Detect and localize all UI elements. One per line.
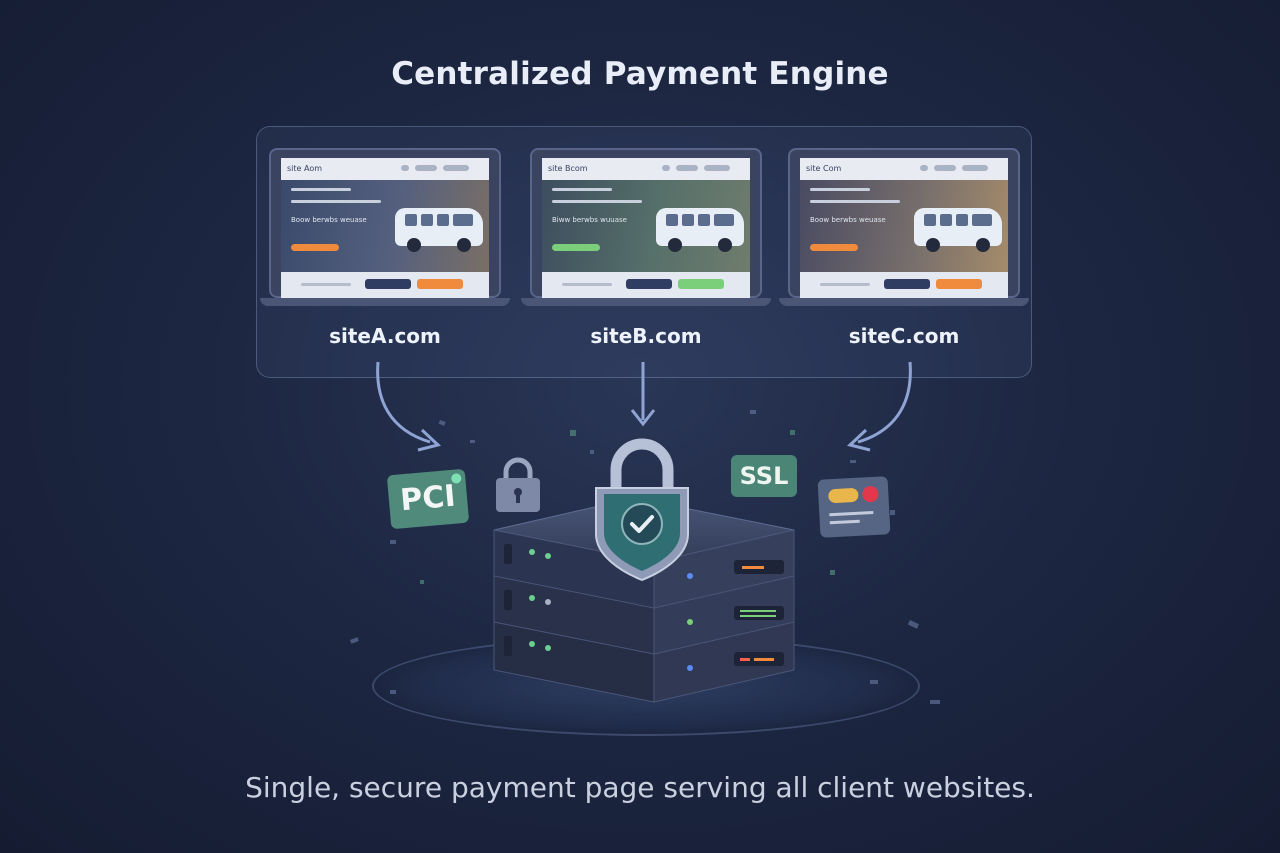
website-footer [281, 272, 489, 298]
hero-line [552, 200, 642, 203]
laptop-screen: site Bcom Biww berwbs wuuase [530, 148, 762, 298]
particle-decoration [350, 410, 940, 704]
footer-button-primary [626, 279, 672, 289]
hero-line [810, 188, 870, 191]
ssl-badge: SSL [731, 455, 797, 497]
hero-headline: Biww berwbs wuuase [552, 216, 627, 224]
bus-icon [914, 208, 1002, 252]
hero-cta-button [810, 244, 858, 251]
hero-cta-button [552, 244, 600, 251]
website-header: site Com [800, 158, 1008, 180]
website-title: site Bcom [548, 164, 588, 173]
website-mockup: site Bcom Biww berwbs wuuase [542, 158, 750, 298]
laptop-screen: site Aom Boow berwbs weuase [269, 148, 501, 298]
footer-button-secondary [417, 279, 463, 289]
website-header: site Aom [281, 158, 489, 180]
hero-line [552, 188, 612, 191]
site-a-domain: siteA.com [329, 324, 441, 348]
nav-dot [662, 165, 670, 171]
website-footer [542, 272, 750, 298]
hero-line [810, 200, 900, 203]
hero-cta-button [291, 244, 339, 251]
website-mockup: site Aom Boow berwbs weuase [281, 158, 489, 298]
nav-pill [443, 165, 469, 171]
site-b-domain: siteB.com [590, 324, 702, 348]
arrow-b-to-server [630, 362, 656, 427]
padlock-icon [496, 457, 540, 512]
diagram-title: Centralized Payment Engine [391, 56, 889, 92]
website-title: site Aom [287, 164, 323, 173]
nav-pill [415, 165, 437, 171]
website-hero: Biww berwbs wuuase [542, 180, 750, 272]
laptop-base [521, 298, 771, 306]
nav-dot [920, 165, 928, 171]
website-hero: Boow berwbs weuase [800, 180, 1008, 272]
site-c-laptop: site Com Boow berwbs weuase [779, 148, 1029, 306]
website-header: site Bcom [542, 158, 750, 180]
site-a-laptop: site Aom Boow berwbs weuase [260, 148, 510, 306]
bus-icon [656, 208, 744, 252]
laptop-base [779, 298, 1029, 306]
footer-button-secondary [936, 279, 982, 289]
arrow-a-to-server [376, 361, 442, 452]
hero-line [291, 200, 381, 203]
hero-line [291, 188, 351, 191]
website-footer [800, 272, 1008, 298]
site-b-laptop: site Bcom Biww berwbs wuuase [521, 148, 771, 306]
arrow-c-to-server [846, 361, 912, 452]
site-c-domain: siteC.com [848, 324, 960, 348]
nav-pill [934, 165, 956, 171]
website-mockup: site Com Boow berwbs weuase [800, 158, 1008, 298]
hero-headline: Boow berwbs weuase [810, 216, 886, 224]
nav-pill [676, 165, 698, 171]
hero-headline: Boow berwbs weuase [291, 216, 367, 224]
nav-pill [704, 165, 730, 171]
shield-check-icon [595, 438, 689, 582]
footer-button-secondary [678, 279, 724, 289]
ssl-label: SSL [739, 462, 789, 490]
nav-dot [401, 165, 409, 171]
diagram-caption: Single, secure payment page serving all … [245, 771, 1035, 804]
footer-button-primary [365, 279, 411, 289]
footer-line [820, 283, 870, 286]
nav-pill [962, 165, 988, 171]
footer-line [562, 283, 612, 286]
website-hero: Boow berwbs weuase [281, 180, 489, 272]
website-title: site Com [806, 164, 842, 173]
footer-button-primary [884, 279, 930, 289]
footer-line [301, 283, 351, 286]
laptop-screen: site Com Boow berwbs weuase [788, 148, 1020, 298]
laptop-base [260, 298, 510, 306]
bus-icon [395, 208, 483, 252]
